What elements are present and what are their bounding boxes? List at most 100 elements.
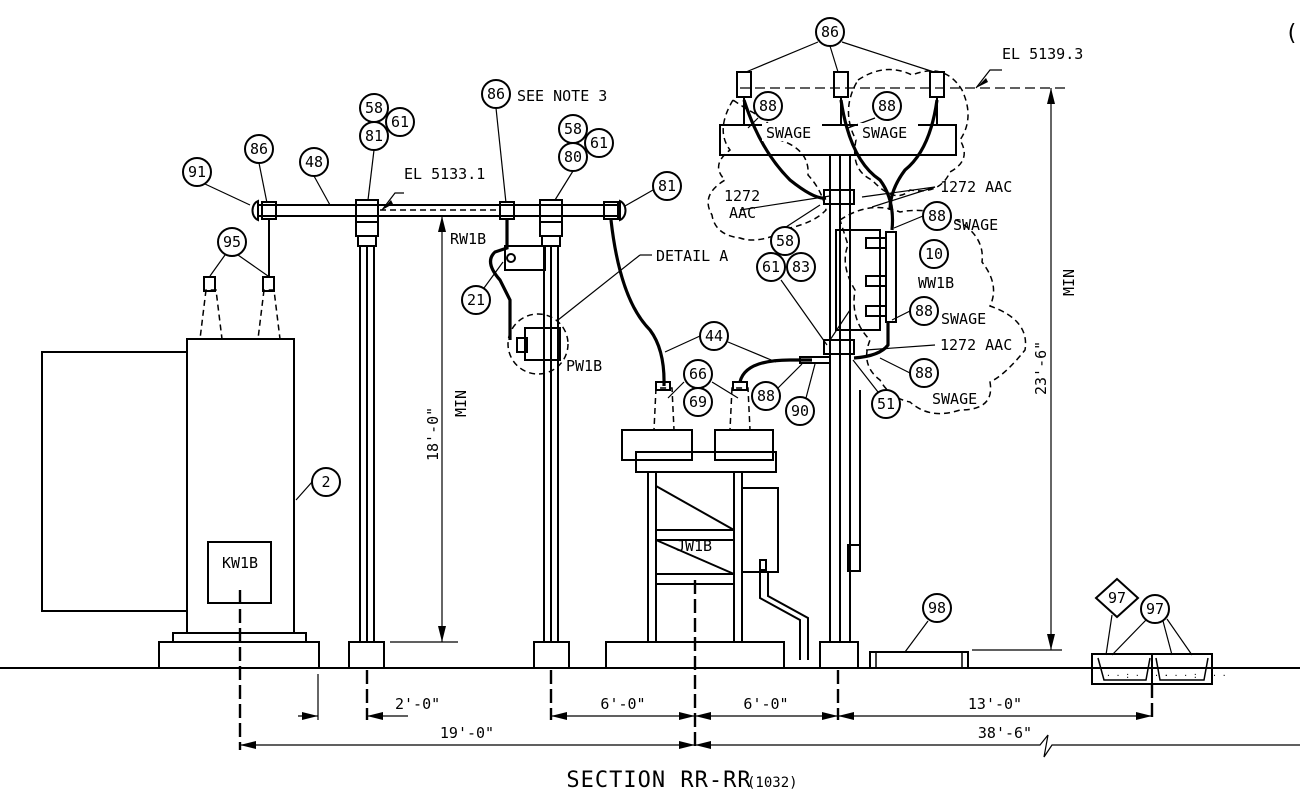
transformer-kw1b: KW1B — [41, 218, 320, 669]
svg-text:66: 66 — [689, 365, 707, 383]
breaker-jw1b: JW1B — [605, 358, 812, 669]
svg-text:1272 AAC: 1272 AAC — [940, 336, 1012, 354]
callout-21: 21 — [461, 285, 491, 315]
callout-44: 44 — [699, 321, 729, 351]
callout-10: 10 — [919, 239, 949, 269]
svg-text:1272 AAC: 1272 AAC — [940, 178, 1012, 196]
callout-58c: 58 — [770, 226, 800, 256]
svg-text:69: 69 — [689, 393, 707, 411]
svg-text:58: 58 — [776, 232, 794, 250]
svg-text:44: 44 — [705, 327, 723, 345]
svg-text:21: 21 — [467, 291, 485, 309]
svg-text:61: 61 — [762, 258, 780, 276]
callout-88c: 88 — [872, 91, 902, 121]
svg-text:19'-0": 19'-0" — [440, 724, 494, 742]
center-lines — [238, 580, 1154, 750]
callout-88f: 88 — [909, 358, 939, 388]
svg-text:AAC: AAC — [729, 204, 756, 222]
callout-88b: 88 — [753, 91, 783, 121]
detail-a-circle — [507, 313, 569, 375]
svg-text:18'-0": 18'-0" — [424, 407, 442, 461]
callout-48: 48 — [299, 147, 329, 177]
kw1b-label: KW1B — [222, 554, 258, 572]
svg-text:23'-6": 23'-6" — [1032, 341, 1050, 395]
callout-61b: 61 — [584, 128, 614, 158]
callout-91: 91 — [182, 157, 212, 187]
callout-86b: 86 — [244, 134, 274, 164]
callout-88d: 88 — [922, 201, 952, 231]
callout-86a: 86 — [815, 17, 845, 47]
callout-61a: 61 — [385, 107, 415, 137]
callout-81a: 81 — [359, 121, 389, 151]
dimension-13ft: 13'-0" — [838, 695, 1152, 720]
svg-text:81: 81 — [365, 127, 383, 145]
aac-labels: 1272 AAC 1272 AAC 1272 AAC — [724, 178, 1012, 354]
callout-86c: 86 — [481, 79, 511, 109]
callout-2: 2 — [311, 467, 341, 497]
callout-88e: 88 — [909, 296, 939, 326]
callout-58a: 58 — [359, 93, 389, 123]
svg-text:97: 97 — [1108, 589, 1126, 607]
callout-97b: 97 — [1140, 594, 1170, 624]
svg-text:88: 88 — [915, 302, 933, 320]
callout-51: 51 — [871, 389, 901, 419]
svg-text:90: 90 — [791, 402, 809, 420]
svg-text:98: 98 — [928, 599, 946, 617]
svg-text:SWAGE: SWAGE — [862, 124, 907, 142]
svg-text:SWAGE: SWAGE — [941, 310, 986, 328]
svg-text:· · · : · · ·: · · · : · · · — [1164, 671, 1227, 680]
jw1b-label: JW1B — [676, 537, 712, 555]
dimension-23ft-min: 23'-6" MIN — [972, 88, 1078, 651]
edge-mark: ( — [1285, 21, 1298, 46]
dimension-38ft: 38'-6" — [695, 724, 1300, 758]
svg-text:61: 61 — [391, 113, 409, 131]
dimension-19ft: 19'-0" — [240, 724, 695, 749]
svg-text:10: 10 — [925, 245, 943, 263]
svg-text:88: 88 — [915, 364, 933, 382]
ww1b-label: WW1B — [918, 274, 954, 292]
svg-text:81: 81 — [658, 177, 676, 195]
dimension-2ft: 2'-0" — [298, 695, 440, 720]
svg-text:SWAGE: SWAGE — [766, 124, 811, 142]
svg-text:MIN: MIN — [452, 390, 470, 417]
callout-69: 69 — [683, 387, 713, 417]
swage-labels: SWAGE SWAGE SWAGE SWAGE SWAGE — [762, 123, 998, 408]
svg-text:6'-0": 6'-0" — [743, 695, 788, 713]
svg-text:88: 88 — [878, 97, 896, 115]
callout-90: 90 — [785, 396, 815, 426]
section-title: SECTION RR-RR (1032) — [566, 768, 797, 793]
svg-text:83: 83 — [792, 258, 810, 276]
svg-text:1272: 1272 — [724, 187, 760, 205]
section-title-main: SECTION RR-RR — [566, 768, 751, 793]
see-note-label: SEE NOTE 3 — [517, 87, 607, 105]
callout-88a: 88 — [751, 381, 781, 411]
svg-text:2: 2 — [321, 473, 330, 491]
svg-text:2'-0": 2'-0" — [395, 695, 440, 713]
revision-cloud-2 — [847, 68, 969, 197]
callout-81b: 81 — [652, 171, 682, 201]
dimension-18ft-min: 18'-0" MIN — [390, 216, 470, 643]
svg-text:· · : · · · ·: · · : · · · · — [1106, 671, 1169, 680]
svg-text:SWAGE: SWAGE — [953, 216, 998, 234]
elevation-bus: EL 5133.1 — [381, 165, 485, 211]
bus-support-structure-1 — [348, 199, 385, 669]
leader-lines — [204, 41, 1193, 656]
bus-line — [251, 199, 627, 222]
svg-text:91: 91 — [188, 163, 206, 181]
svg-text:48: 48 — [305, 153, 323, 171]
cable-bus-to-breaker — [609, 219, 666, 387]
pw1b-label: PW1B — [566, 357, 602, 375]
callout-66: 66 — [683, 359, 713, 389]
dimension-6ft-b: 6'-0" — [695, 695, 838, 720]
callout-95: 95 — [217, 227, 247, 257]
svg-text:80: 80 — [564, 148, 582, 166]
svg-text:97: 97 — [1146, 600, 1164, 618]
callout-98: 98 — [922, 593, 952, 623]
dimension-6ft-a: 6'-0" — [551, 695, 695, 720]
callout-83: 83 — [786, 252, 816, 282]
svg-text:95: 95 — [223, 233, 241, 251]
svg-text:EL 5139.3: EL 5139.3 — [1002, 45, 1083, 63]
section-title-ref: (1032) — [747, 775, 798, 791]
svg-text:61: 61 — [590, 134, 608, 152]
